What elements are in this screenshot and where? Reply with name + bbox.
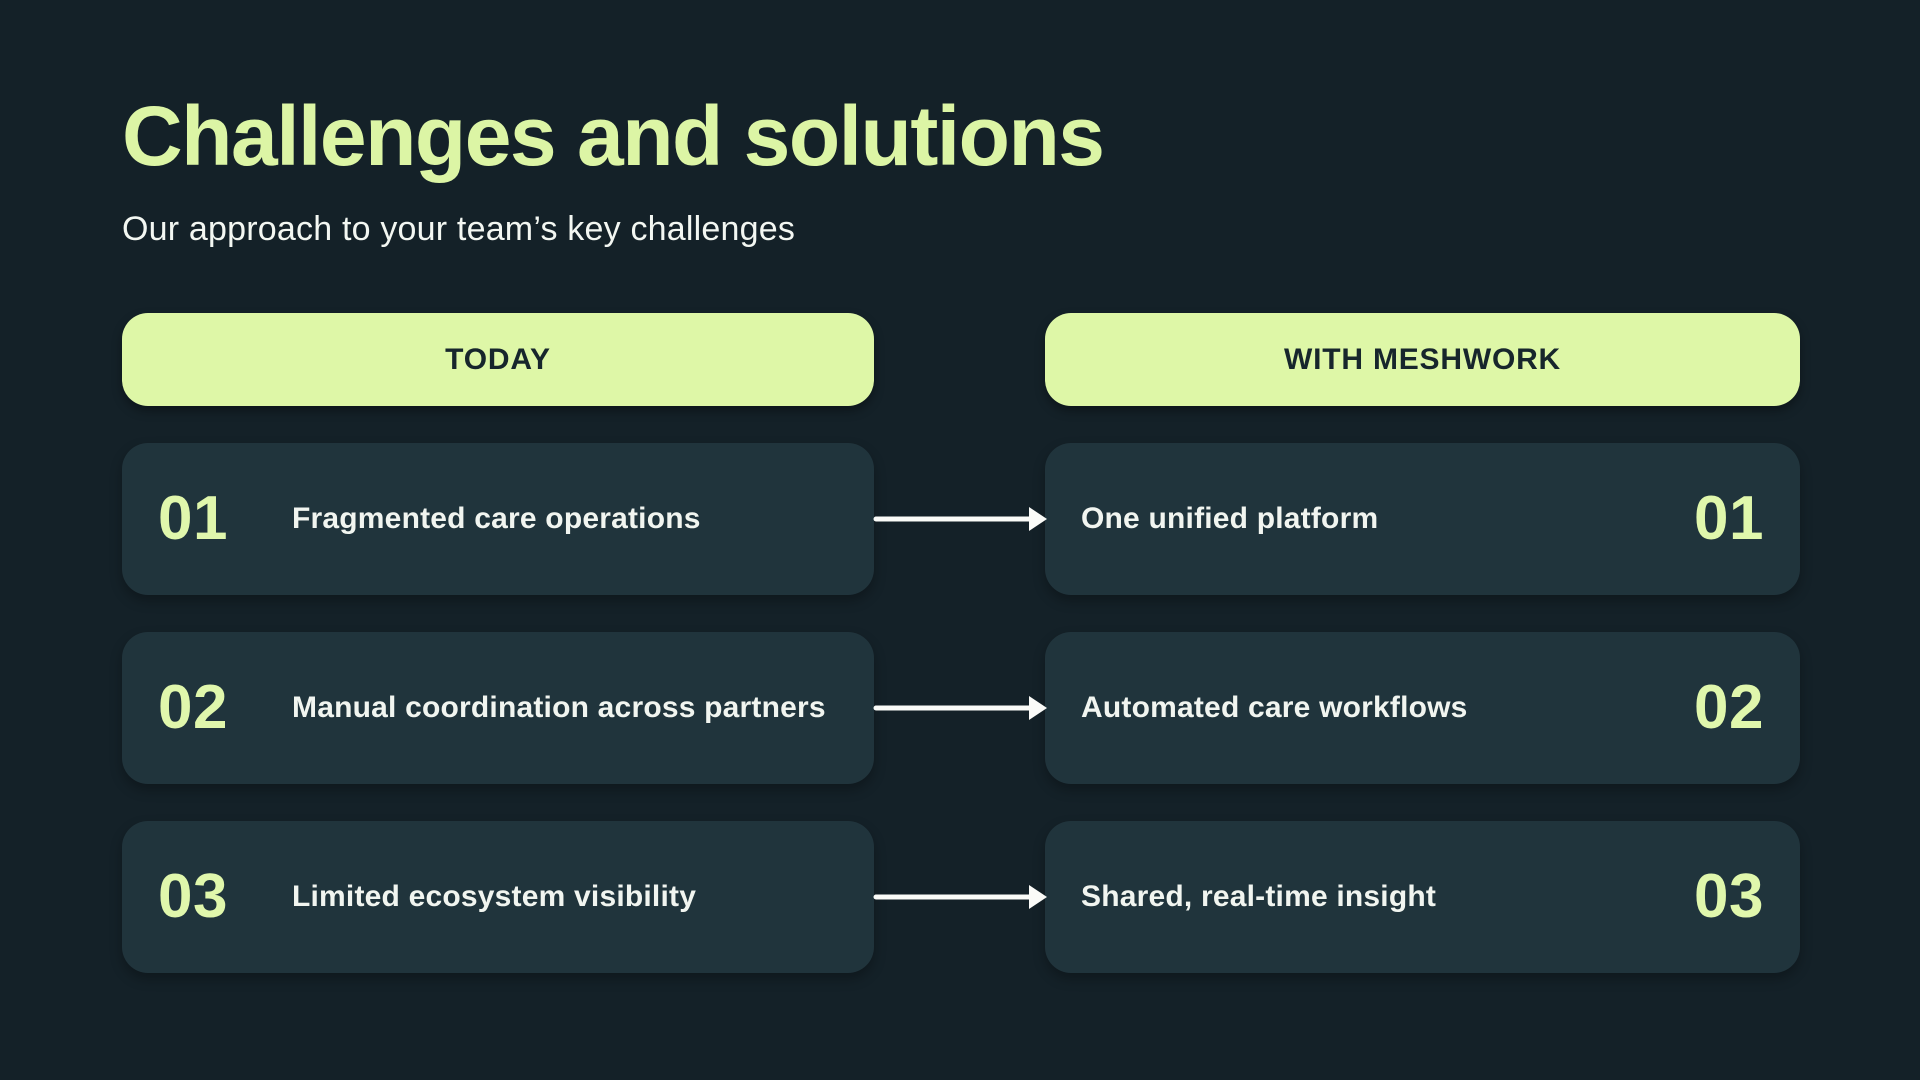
column-header-today-label: TODAY <box>445 342 551 376</box>
solution-number-2: 02 <box>1694 673 1764 742</box>
challenge-label-1: Fragmented care operations <box>292 502 701 535</box>
challenge-number-2: 02 <box>158 673 228 742</box>
challenge-label-2: Manual coordination across partners <box>292 691 826 724</box>
arrow-right-icon <box>872 690 1048 726</box>
slide-header: Challenges and solutions Our approach to… <box>122 88 1105 250</box>
page-subtitle: Our approach to your team’s key challeng… <box>122 210 796 248</box>
column-header-meshwork-label: WITH MESHWORK <box>1283 342 1562 376</box>
solution-card-2: Automated care workflows 02 <box>1045 632 1800 784</box>
challenge-number-3: 03 <box>158 862 228 931</box>
column-header-today: TODAY <box>122 313 874 406</box>
column-header-meshwork: WITH MESHWORK <box>1045 313 1800 406</box>
arrow-right-icon <box>872 879 1048 915</box>
arrow-right-icon <box>872 501 1048 537</box>
challenge-number-1: 01 <box>158 484 228 553</box>
challenge-card-3: 03 Limited ecosystem visibility <box>122 821 874 973</box>
solution-number-3: 03 <box>1694 862 1764 931</box>
page-title: Challenges and solutions <box>122 89 1105 183</box>
solution-label-3: Shared, real-time insight <box>1081 880 1437 913</box>
solution-card-3: Shared, real-time insight 03 <box>1045 821 1800 973</box>
solution-number-1: 01 <box>1694 484 1764 553</box>
challenge-card-2: 02 Manual coordination across partners <box>122 632 874 784</box>
comparison-board: TODAY WITH MESHWORK 01 Fragmented care o… <box>122 313 1800 973</box>
solution-card-1: One unified platform 01 <box>1045 443 1800 595</box>
solution-label-1: One unified platform <box>1081 502 1379 535</box>
challenge-label-3: Limited ecosystem visibility <box>292 880 697 913</box>
solution-label-2: Automated care workflows <box>1081 691 1468 724</box>
challenge-card-1: 01 Fragmented care operations <box>122 443 874 595</box>
